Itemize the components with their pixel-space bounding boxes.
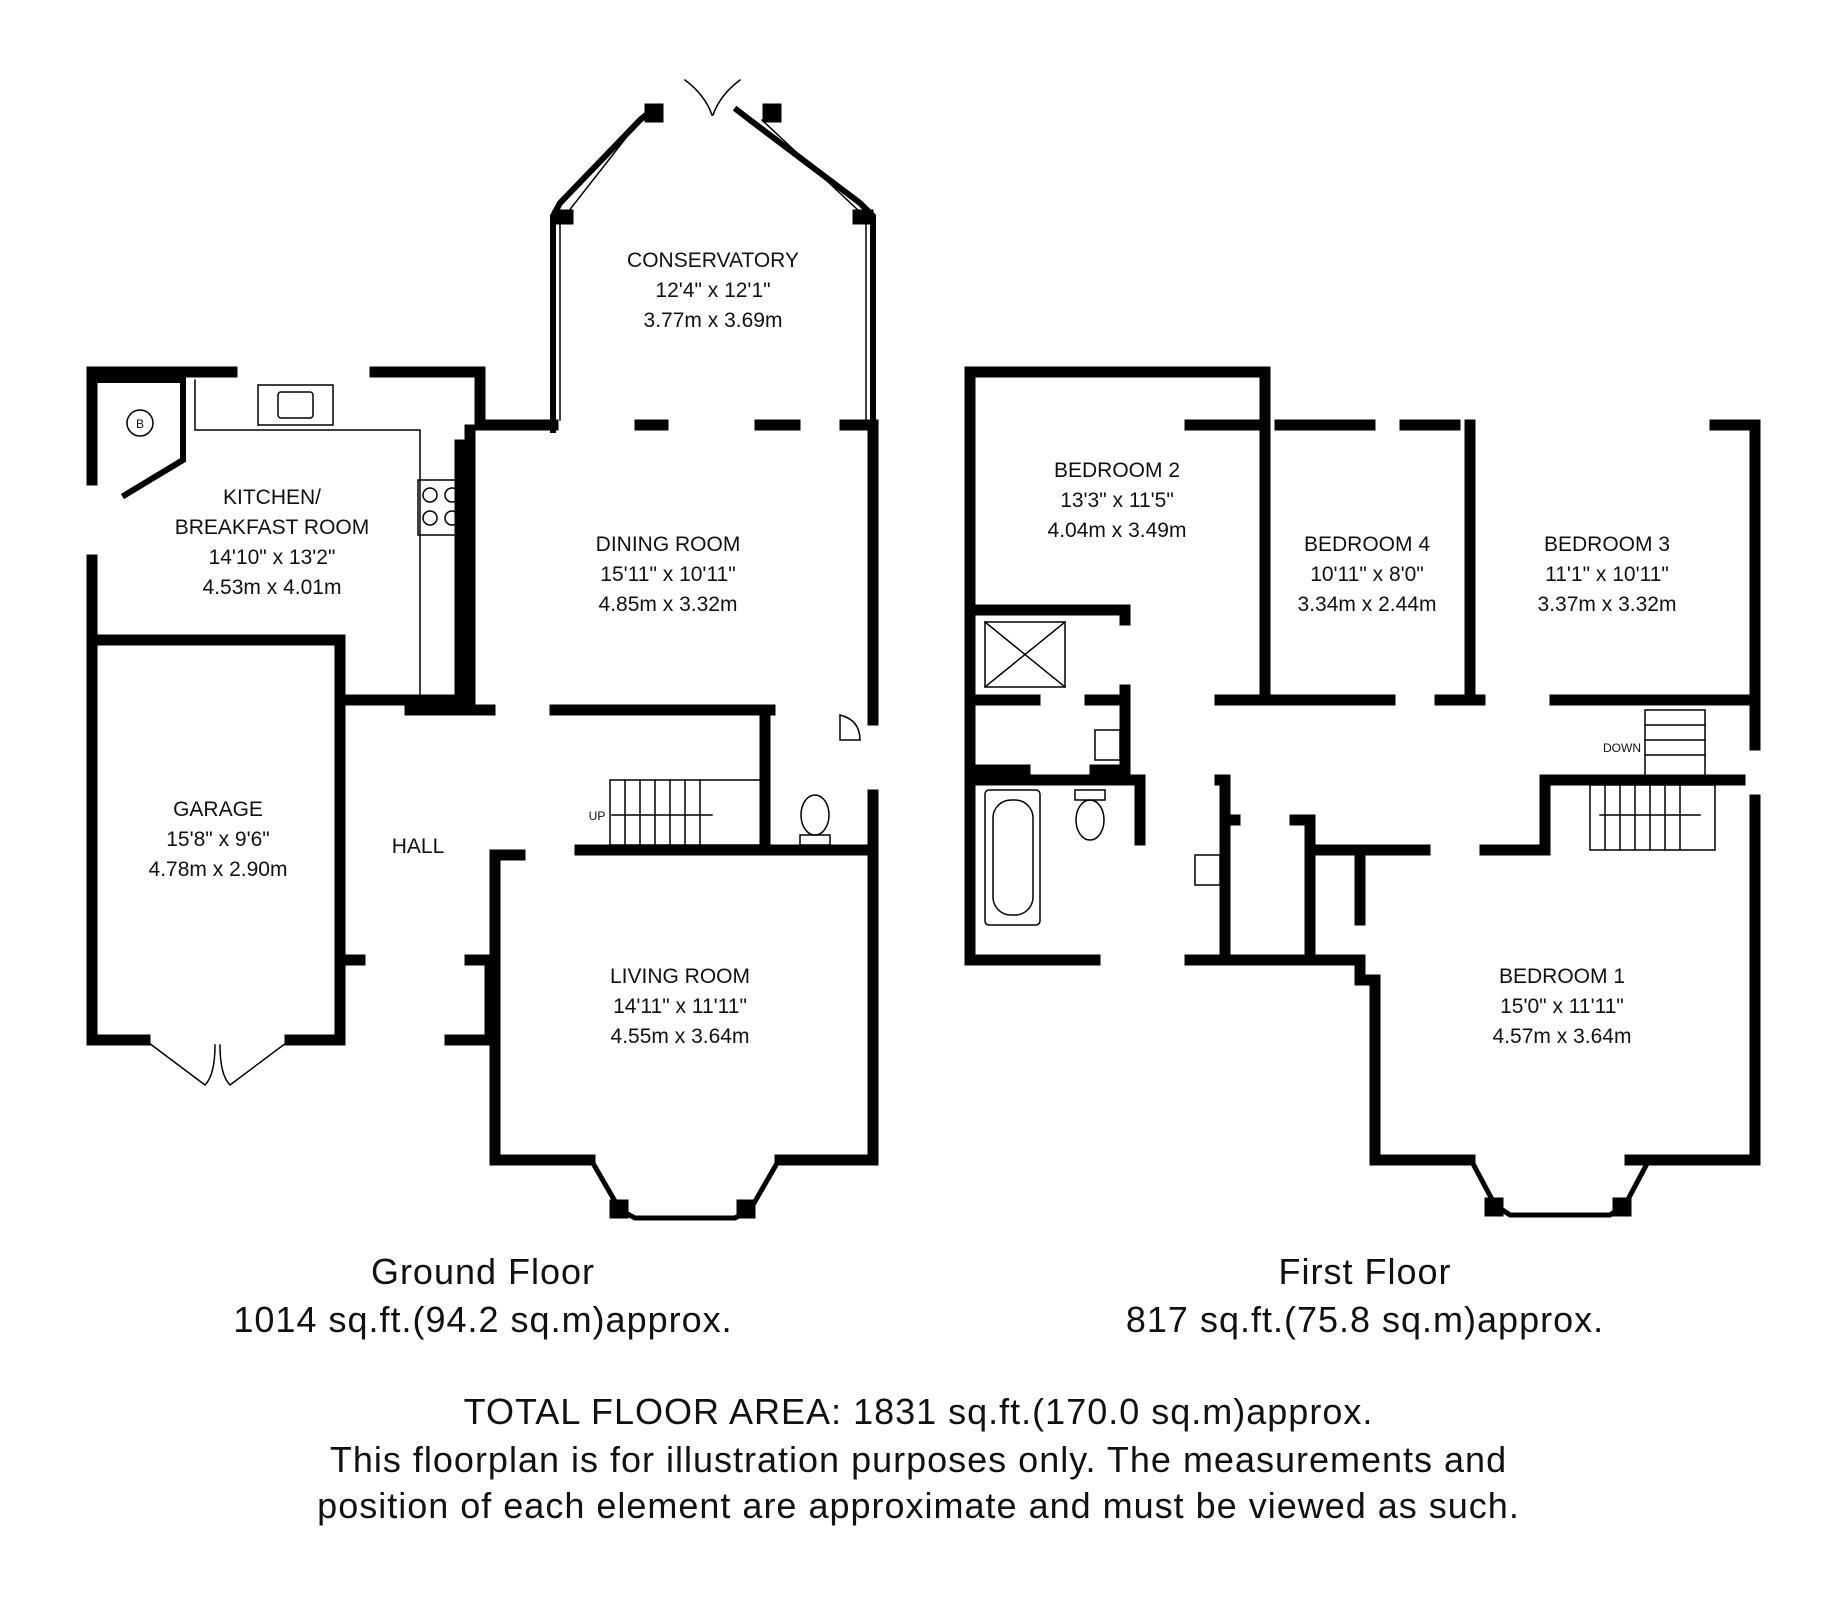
stairs-down-label: DOWN xyxy=(1603,741,1641,755)
conservatory-imperial: 12'4" x 12'1" xyxy=(655,279,770,302)
boiler-label: B xyxy=(136,417,144,431)
ground-stairs xyxy=(609,779,766,846)
bedroom2-metric: 4.04m x 3.49m xyxy=(1048,519,1187,542)
first-stairs xyxy=(1589,709,1716,851)
bedroom4-name: BEDROOM 4 xyxy=(1304,533,1430,556)
living-name: LIVING ROOM xyxy=(610,965,750,988)
first-floor-labels: BEDROOM 2 13'3" x 11'5" 4.04m x 3.49m BE… xyxy=(1048,459,1677,1048)
ground-floor-labels: CONSERVATORY 12'4" x 12'1" 3.77m x 3.69m… xyxy=(136,249,799,1048)
stairs-up-label: UP xyxy=(589,809,606,823)
kitchen-name-2: BREAKFAST ROOM xyxy=(175,516,370,539)
ground-floor-plan xyxy=(86,78,879,1221)
kitchen-imperial: 14'10" x 13'2" xyxy=(209,546,336,569)
bedroom1-name: BEDROOM 1 xyxy=(1499,965,1625,988)
garage-imperial: 15'8" x 9'6" xyxy=(166,828,270,851)
dining-name: DINING ROOM xyxy=(596,533,741,556)
garage-doors xyxy=(143,1038,292,1086)
living-metric: 4.55m x 3.64m xyxy=(611,1025,750,1048)
first-floor-area: 817 sq.ft.(75.8 sq.m)approx. xyxy=(1125,1299,1605,1340)
conservatory-name: CONSERVATORY xyxy=(627,249,799,272)
bedroom3-name: BEDROOM 3 xyxy=(1544,533,1670,556)
bedroom1-imperial: 15'0" x 11'11" xyxy=(1500,995,1624,1018)
ground-floor-walls xyxy=(86,366,879,1166)
bedroom3-metric: 3.37m x 3.32m xyxy=(1538,593,1677,616)
living-bay-window xyxy=(586,1154,784,1221)
garage-name: GARAGE xyxy=(173,798,263,821)
garage-metric: 4.78m x 2.90m xyxy=(149,858,288,881)
disclaimer: This floorplan is for illustration purpo… xyxy=(317,1439,1520,1526)
ground-floor-area: 1014 sq.ft.(94.2 sq.m)approx. xyxy=(233,1299,733,1340)
ground-floor-title: Ground Floor xyxy=(370,1251,596,1292)
kitchen-fittings xyxy=(194,379,467,701)
first-floor-plan xyxy=(964,366,1761,1218)
wc-fittings xyxy=(799,714,861,846)
bathroom-fittings xyxy=(983,620,1221,926)
conservatory-metric: 3.77m x 3.69m xyxy=(644,309,783,332)
bedroom3-imperial: 11'1" x 10'11" xyxy=(1545,563,1669,586)
first-floor-title: First Floor xyxy=(1278,1251,1452,1292)
bedroom4-metric: 3.34m x 2.44m xyxy=(1298,593,1437,616)
total-floor-area: TOTAL FLOOR AREA: 1831 sq.ft.(170.0 sq.m… xyxy=(463,1391,1374,1432)
first-floor-walls xyxy=(964,366,1761,1166)
hall-name: HALL xyxy=(392,835,445,858)
bedroom4-imperial: 10'11" x 8'0" xyxy=(1310,563,1424,586)
boiler-cupboard xyxy=(97,377,186,500)
dining-metric: 4.85m x 3.32m xyxy=(599,593,738,616)
living-imperial: 14'11" x 11'11" xyxy=(613,995,747,1018)
bedroom1-bay-window xyxy=(1466,1154,1654,1218)
bedroom2-name: BEDROOM 2 xyxy=(1054,459,1180,482)
kitchen-metric: 4.53m x 4.01m xyxy=(203,576,342,599)
dining-imperial: 15'11" x 10'11" xyxy=(600,563,735,586)
bedroom2-imperial: 13'3" x 11'5" xyxy=(1060,489,1174,512)
bedroom1-metric: 4.57m x 3.64m xyxy=(1493,1025,1632,1048)
kitchen-name: KITCHEN/ xyxy=(223,486,321,509)
conservatory-walls xyxy=(550,78,876,433)
